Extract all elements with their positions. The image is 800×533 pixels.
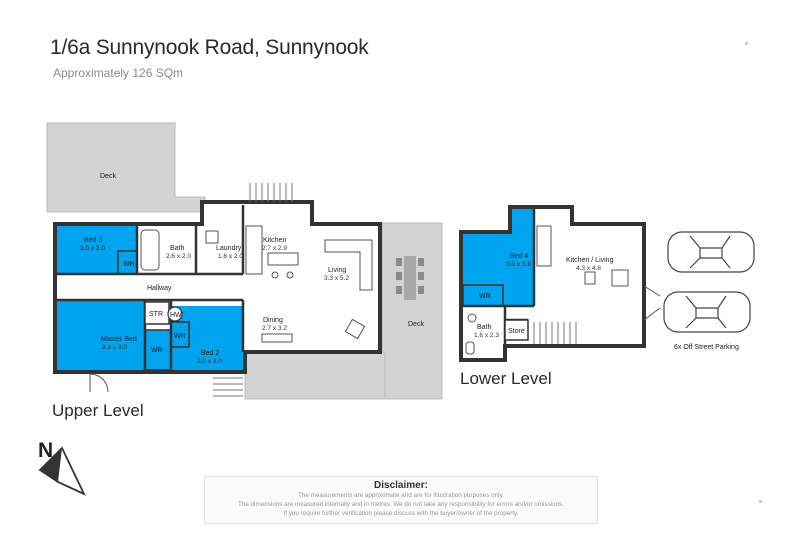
kitchen-living-label: Kitchen / Living — [566, 257, 614, 264]
lower-door — [643, 285, 661, 321]
hallway-label: Hallway — [147, 285, 172, 292]
master-room — [57, 300, 145, 370]
disclaimer-line: The measurements are approximate and are… — [297, 492, 505, 499]
bed4-label: Bed 4 — [510, 253, 528, 260]
wr-lower-label: WR — [479, 293, 491, 300]
sofa-icon — [324, 239, 373, 291]
toilet-icon — [465, 341, 475, 355]
parking-label: 6x Off Street Parking — [674, 344, 739, 351]
lower-kitchen-bench — [536, 225, 552, 267]
bed3-label: Bed 3 — [84, 237, 102, 244]
dining-dim: 2.7 x 3.2 — [262, 325, 287, 332]
lower-sofa-icon — [611, 269, 629, 287]
compass-letter: N — [38, 439, 53, 462]
stool-icon — [286, 271, 294, 279]
car-icon-bottom — [663, 291, 751, 333]
living-dim: 3.3 x 5.2 — [324, 275, 349, 282]
disclaimer-line: If you require further verification plea… — [283, 510, 519, 517]
dining-table-icon — [261, 333, 293, 343]
north-arrow-icon: N — [38, 439, 86, 496]
hot-water-icon — [167, 306, 183, 322]
lower-level-plan: Bed 4 3.0 x 3.8 WR Kitchen / Living 4.3 … — [459, 205, 661, 362]
store-label: Store — [508, 328, 525, 335]
deck-bottom — [244, 351, 386, 400]
deck-top-label: Deck — [100, 173, 116, 180]
deck-right-label: Deck — [408, 321, 424, 328]
bed4-room — [463, 209, 534, 306]
lower-stairs — [533, 322, 577, 344]
wr-bed3-label: WR — [123, 261, 135, 268]
kitchen-label: Kitchen — [263, 237, 286, 244]
lower-level-label: Lower Level — [460, 369, 552, 388]
str-label: STR — [149, 311, 163, 318]
laundry-label: Laundry — [216, 245, 242, 252]
kitchen-island — [267, 252, 299, 266]
bed4-dim: 3.0 x 3.8 — [506, 261, 531, 268]
dining-label: Dining — [263, 317, 283, 324]
laundry-tub-icon — [205, 230, 219, 244]
wr-master-label: WR — [151, 347, 163, 354]
wr-bed2-label: WR — [174, 333, 186, 340]
bath-dim: 2.6 x 2.0 — [166, 253, 191, 260]
armchair-icon — [344, 318, 366, 340]
living-label: Living — [328, 267, 346, 274]
basin-icon — [467, 313, 477, 323]
wr-master — [144, 329, 172, 371]
lower-bath-dim: 1.6 x 2.3 — [474, 332, 499, 339]
corner-marks — [745, 42, 762, 503]
upper-level-label: Upper Level — [52, 401, 144, 420]
car-icon-top — [667, 231, 755, 273]
bed3-dim: 3.0 x 3.0 — [80, 245, 105, 252]
bed2-dim: 3.0 x 3.0 — [197, 358, 222, 365]
lower-bath-label: Bath — [477, 324, 492, 331]
bathtub-icon — [140, 229, 160, 271]
page-title: 1/6a Sunnynook Road, Sunnynook — [50, 36, 369, 59]
outdoor-table-icon — [396, 256, 424, 300]
kitchen-bench — [245, 225, 263, 275]
bed2-label: Bed 2 — [201, 350, 219, 357]
stool-icon — [271, 271, 279, 279]
area-subtitle: Approximately 126 SQm — [53, 66, 184, 80]
lower-chair-icon — [584, 271, 596, 285]
hw-label: HW — [170, 312, 182, 319]
disclaimer-line: The dimensions are measured internally a… — [237, 501, 565, 508]
store-closet — [504, 319, 529, 341]
deck-top — [46, 122, 206, 213]
kitchen-living-dim: 4.3 x 4.8 — [576, 265, 601, 272]
upper-stairs — [213, 183, 293, 397]
bath-label: Bath — [170, 245, 185, 252]
deck-right — [381, 222, 443, 400]
disclaimer-box: Disclaimer: The measurements are approxi… — [204, 476, 598, 524]
entry-door — [89, 373, 109, 393]
master-label: Master Bed — [101, 336, 137, 343]
kitchen-dim: 2.7 x 2.9 — [262, 245, 287, 252]
disclaimer-title: Disclaimer: — [374, 480, 428, 491]
laundry-dim: 1.6 x 2.0 — [218, 253, 243, 260]
upper-level-plan: Deck Deck Bed 3 3.0 x 3.0 WR Bath 2.6 x … — [46, 122, 443, 400]
master-dim: 3.3 x 3.0 — [102, 344, 127, 351]
